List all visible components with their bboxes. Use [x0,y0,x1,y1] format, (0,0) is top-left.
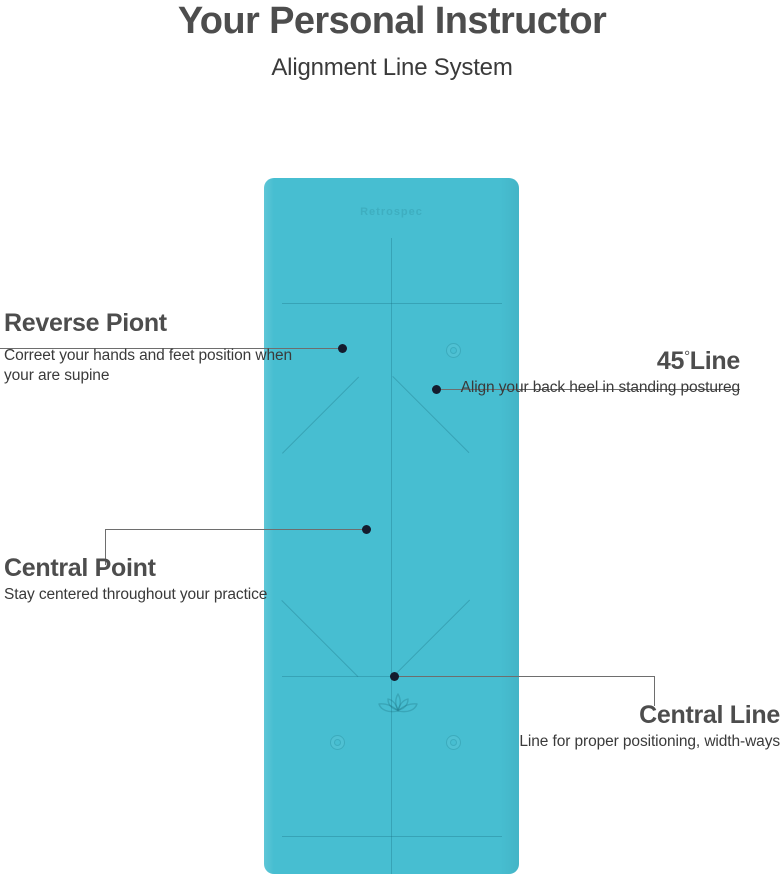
callout-reverse-point-title: Reverse Piont [4,309,167,337]
mat-upper-horizontal-line [282,303,502,304]
lotus-flower-icon [378,693,418,713]
callout-central-point: Central Point Stay centered throughout y… [4,555,304,605]
callout-45-line: 45°Line Align your back heel in standing… [420,348,741,398]
callout-central-point-body: Stay centered throughout your practice [4,586,268,604]
mat-bottom-horizontal-line [282,836,502,837]
mat-diagonal-lower-left [281,600,359,678]
connector-central-point-horizontal [105,529,370,530]
callout-45-line-word: Line [689,347,741,375]
dot-central-point [362,525,371,534]
mat-marker-circle-lower-right [446,735,461,750]
connector-reverse-point [0,348,344,349]
dot-reverse-point [338,344,347,353]
page-title: Your Personal Instructor [177,0,607,42]
mat-brand-emboss: Retrospec [360,206,423,218]
connector-central-line-horizontal [396,676,654,677]
callout-reverse-point-body: Correet your hands and feet position whe… [4,347,293,385]
callout-central-line-body: Line for proper positioning, width-ways [519,733,780,751]
page-subtitle: Alignment Line System [271,54,513,81]
connector-central-line-vertical [654,676,655,706]
callout-45-line-number: 45 [656,347,685,375]
mat-vertical-center-line [391,238,392,874]
callout-45-line-title: 45°Line [420,348,740,374]
callout-reverse-point: Reverse Piont Correet your hands and fee… [4,310,304,386]
header: Your Personal Instructor Alignment Line … [0,0,784,80]
callout-45-line-body: Align your back heel in standing posture… [460,379,740,397]
dot-45-line [432,385,441,394]
callout-central-line: Central Line Line for proper positioning… [460,702,780,752]
yoga-mat-image: Retrospec [264,178,519,874]
dot-central-line [390,672,399,681]
mat-diagonal-lower-right [393,599,471,677]
mat-marker-circle-lower-left [330,735,345,750]
callout-central-line-title: Central Line [639,701,780,729]
connector-central-point-vertical [105,529,106,565]
degree-symbol-icon: ° [684,348,690,365]
callout-central-point-title: Central Point [4,554,156,582]
mat-diagonal-upper-left [282,376,360,454]
connector-45-line [436,389,740,390]
mat-marker-circle-upper-right [446,343,461,358]
